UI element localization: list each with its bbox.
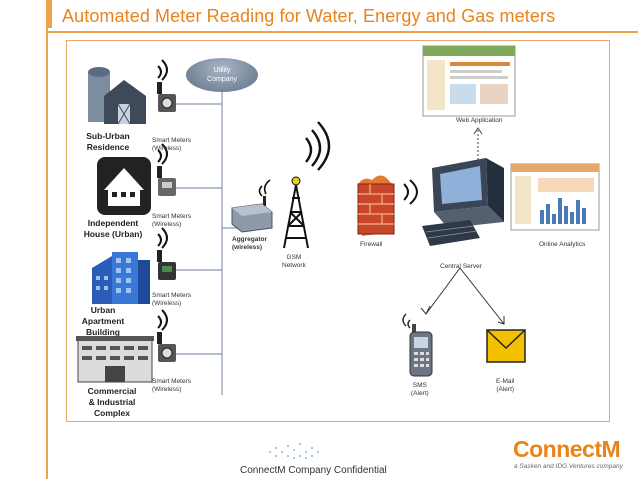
smart-meter-label-1: Smart Meters(Wireless)	[152, 137, 192, 152]
title-accent-bar	[46, 0, 52, 28]
residence-label-suburban: Sub-Urban Residence	[86, 131, 130, 152]
sms-alert-label: SMS(Alert)	[411, 382, 429, 397]
gsm-tower-icon	[283, 121, 331, 249]
smart-meter-label-2: Smart Meters(Wireless)	[152, 213, 192, 228]
page-title: Automated Meter Reading for Water, Energ…	[62, 6, 556, 26]
smart-meter-label-3: Smart Meters(Wireless)	[152, 292, 192, 307]
footer-confidential: ConnectM Company Confidential	[240, 465, 387, 476]
web-application-screenshot	[422, 45, 516, 117]
commercial-building-icon	[76, 336, 154, 383]
smart-meter-icon-1	[157, 59, 176, 112]
connectm-logo: ConnectM	[513, 436, 621, 462]
utility-company-node: Utility Company	[186, 58, 258, 92]
header-divider	[46, 31, 638, 33]
smart-meter-icon-4	[157, 309, 176, 362]
online-analytics-label: Online Analytics	[539, 241, 586, 248]
firewall-icon	[357, 175, 418, 236]
residence-label-commercial: Commercial & Industrial Complex	[87, 386, 137, 418]
alert-links	[420, 267, 505, 325]
left-divider	[46, 28, 48, 479]
residence-label-apartment: Urban Apartment Building	[81, 305, 125, 337]
dotted-logo-mark	[269, 443, 319, 459]
house-icon	[97, 157, 151, 215]
online-analytics-screenshot	[510, 163, 600, 231]
barn-residence-icon	[88, 67, 146, 125]
apartment-building-icon	[92, 252, 150, 304]
mobile-phone-icon	[402, 313, 433, 377]
smart-meter-icon-3	[157, 227, 176, 280]
email-alert-label: E-Mail(Alert)	[496, 378, 515, 393]
aggregator-label: Aggregator(wireless)	[232, 236, 268, 251]
connectm-tagline: a Sasken and IDG Ventures company	[514, 463, 623, 470]
web-application-label: Web Application	[456, 117, 503, 124]
smart-meter-icon-2	[157, 143, 176, 196]
smart-meter-label-4: Smart Meters(Wireless)	[152, 378, 192, 393]
email-envelope-icon	[486, 329, 526, 363]
central-server-label: Central Server	[440, 263, 482, 270]
firewall-label: Firewall	[360, 241, 383, 248]
central-server-computer-icon	[422, 158, 504, 246]
utility-line-2: Company	[207, 76, 237, 83]
aggregator-device-icon	[231, 179, 273, 233]
utility-line-1: Utility	[213, 67, 231, 74]
residence-label-independent-house: Independent House (Urban)	[83, 218, 143, 239]
